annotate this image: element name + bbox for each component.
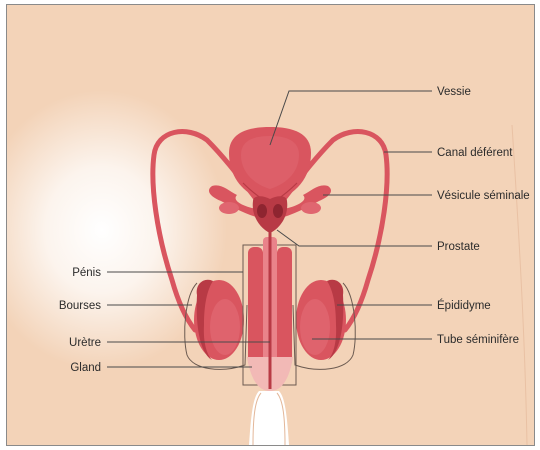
corps-caverneux-left — [248, 247, 263, 367]
label-uretre: Urètre — [69, 337, 101, 349]
label-vesicule-seminale: Vésicule séminale — [437, 190, 530, 202]
label-bourses: Bourses — [59, 300, 101, 312]
label-penis: Pénis — [72, 267, 101, 279]
testicule-left-shade — [210, 299, 240, 355]
prostate-lobe-right — [273, 204, 283, 218]
label-gland: Gland — [70, 362, 101, 374]
label-canal-deferent: Canal déférent — [437, 147, 513, 159]
testicule-right-shade — [300, 299, 330, 355]
crotch-gap — [249, 391, 289, 445]
label-tube-seminifere: Tube séminifère — [437, 334, 519, 346]
vesicule-seminale-right-lobe — [301, 202, 321, 214]
label-prostate: Prostate — [437, 241, 480, 253]
diagram-frame: Vessie Canal déférent Vésicule séminale … — [6, 4, 535, 446]
label-epididyme: Épididyme — [437, 299, 491, 312]
male-reproductive-anatomy-diagram: Vessie Canal déférent Vésicule séminale … — [7, 5, 534, 445]
corps-caverneux-right — [277, 247, 292, 367]
vesicule-seminale-left-lobe — [219, 202, 239, 214]
prostate-lobe-left — [257, 204, 267, 218]
label-vessie: Vessie — [437, 86, 471, 98]
